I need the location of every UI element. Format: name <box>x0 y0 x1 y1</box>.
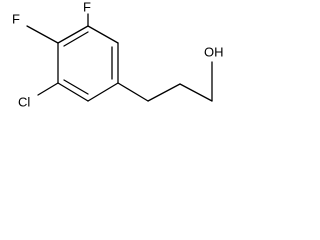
chemical-structure-diagram: F F Cl OH <box>12 0 224 109</box>
ring-bond-bottom-left-inner <box>63 79 89 95</box>
ring-bond-top-left-inner <box>63 31 89 47</box>
ring-bond-bottom-left <box>57 82 89 102</box>
bond-to-fluorine-left <box>26 25 59 44</box>
atom-label-fluorine-top: F <box>83 0 91 14</box>
ring-bond-top-left <box>57 25 89 44</box>
bond-to-chlorine <box>37 82 59 96</box>
atom-label-chlorine: Cl <box>18 94 30 109</box>
chain-bond-2 <box>147 83 181 102</box>
atom-label-hydroxyl: OH <box>204 44 224 59</box>
chain-bond-1 <box>117 82 149 102</box>
ring-bond-top-right <box>87 25 119 44</box>
atom-label-fluorine-left: F <box>12 11 20 26</box>
chain-bond-3 <box>179 83 213 102</box>
ring-bond-bottom-right <box>87 82 119 102</box>
